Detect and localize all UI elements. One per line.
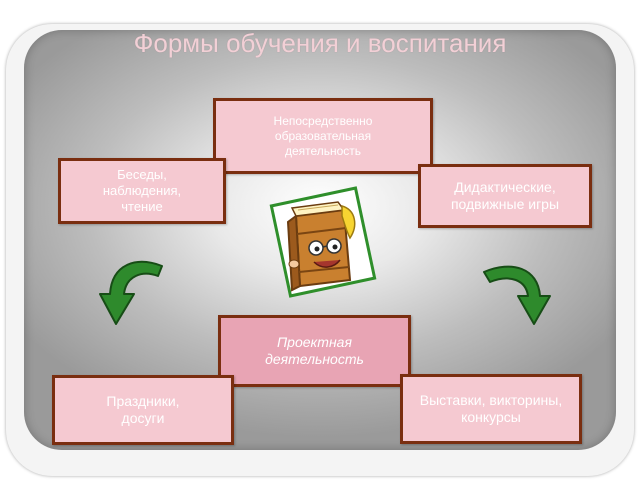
box-didactic-games: Дидактические, подвижные игры bbox=[418, 164, 592, 228]
box-exhibitions: Выставки, викторины, конкурсы bbox=[400, 374, 582, 444]
box-project-activity: Проектная деятельность bbox=[218, 315, 411, 387]
box-conversations: Беседы, наблюдения, чтение bbox=[58, 158, 226, 224]
box-label: Непосредственно образовательная деятельн… bbox=[273, 113, 373, 158]
book-character-icon bbox=[269, 186, 377, 298]
box-label: Проектная деятельность bbox=[265, 333, 364, 368]
left-curved-arrow-icon bbox=[99, 260, 163, 325]
box-label: Беседы, наблюдения, чтение bbox=[102, 166, 182, 215]
box-label: Дидактические, подвижные игры bbox=[450, 178, 560, 213]
box-direct-educational-activity: Непосредственно образовательная деятельн… bbox=[213, 98, 433, 174]
box-holidays: Праздники, досуги bbox=[52, 375, 234, 445]
box-label: Праздники, досуги bbox=[106, 392, 180, 427]
right-curved-arrow-icon bbox=[483, 265, 551, 325]
box-label: Выставки, викторины, конкурсы bbox=[419, 391, 563, 426]
slide-title: Формы обучения и воспитания bbox=[133, 28, 507, 58]
